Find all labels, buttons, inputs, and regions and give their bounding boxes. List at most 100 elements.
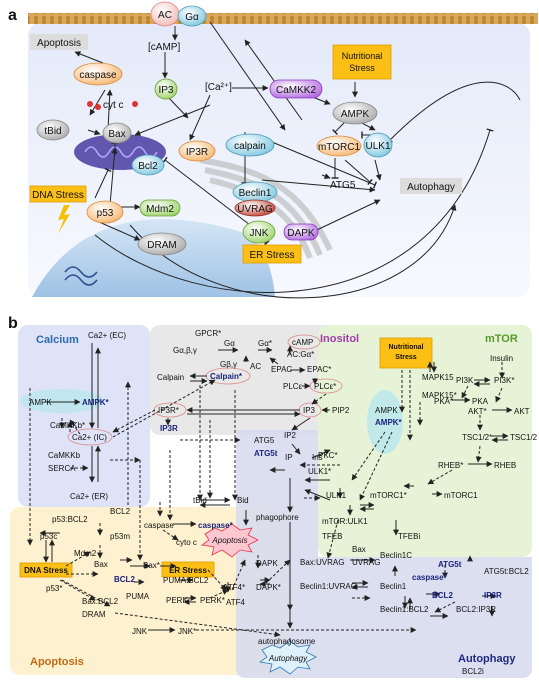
label-bid: Bid xyxy=(237,496,249,505)
node-caspase-label: caspase xyxy=(79,70,117,81)
panel-a: a xyxy=(8,1,538,299)
node-jnk-a: JNK xyxy=(242,220,276,244)
label-gabg: Gα,β,γ xyxy=(173,346,197,355)
label-tfeb: TFEB xyxy=(322,532,342,541)
label-dapk-s: DAPK* xyxy=(256,583,281,592)
region-calcium xyxy=(18,325,150,507)
label-calpain-s: Calpain* xyxy=(210,372,243,381)
node-uvrag-a: UVRAG xyxy=(234,199,276,217)
label-mtorulk1: mTOR:ULK1 xyxy=(322,517,368,526)
er-stress-box-a-label: ER Stress xyxy=(249,250,294,261)
node-galpha: Gα xyxy=(177,5,207,27)
label-beclin1bcl2: Beclin1:BCL2 xyxy=(380,605,429,614)
node-ulk1-a-label: ULK1 xyxy=(365,141,390,152)
label-bcl2-b: BCL2 xyxy=(114,575,135,584)
label-gbg: Gβ,γ xyxy=(220,360,237,369)
label-akt-s: AKT* xyxy=(468,407,487,416)
label-bax2: Bax xyxy=(352,545,366,554)
dna-stress-box-a-label: DNA Stress xyxy=(32,190,84,201)
node-p53-a: p53 xyxy=(86,200,124,224)
label-ampk-m: AMPK xyxy=(375,406,398,415)
node-ip3r-a: IP3R xyxy=(178,140,216,162)
label-mapk15-s: MAPK15* xyxy=(422,391,457,400)
cytc-dots xyxy=(87,101,138,110)
label-beclin1uvrag: Beclin1:UVRAG xyxy=(300,582,357,591)
label-mapk15: MAPK15 xyxy=(422,373,454,382)
node-dapk-a-label: DAPK xyxy=(287,228,315,239)
label-cytoc: cyto c xyxy=(176,538,197,547)
apoptosis-burst-label: Apoptosis xyxy=(211,536,247,545)
node-uvrag-a-label: UVRAG xyxy=(237,204,273,215)
label-tsc-s: TSC1/2* xyxy=(462,433,492,442)
er-stress-box-a: ER Stress xyxy=(242,244,302,264)
label-dram: DRAM xyxy=(82,610,106,619)
node-bcl2-a: Bcl2 xyxy=(131,154,165,176)
label-atg5: ATG5 xyxy=(254,436,275,445)
node-ac: AC xyxy=(150,1,180,27)
label-ulk1-s: ULK1* xyxy=(308,467,331,476)
label-atg5t2: ATG5t xyxy=(438,560,462,569)
node-galpha-label: Gα xyxy=(185,12,199,23)
label-pip2: PIP2 xyxy=(332,406,350,415)
node-bax: Bax xyxy=(102,122,132,144)
apoptosis-box-a-label: Apoptosis xyxy=(37,38,81,49)
label-ca2ec: Ca2+ (EC) xyxy=(88,331,126,340)
dna-stress-box-b: DNA Stress xyxy=(19,562,73,578)
dna-helix-icon xyxy=(64,266,98,286)
label-camp: cAMP xyxy=(292,338,313,347)
mitochondrion-cristae xyxy=(84,146,158,158)
apoptosis-box-a: Apoptosis xyxy=(30,34,88,50)
autophagy-burst-label: Autophagy xyxy=(268,654,308,663)
label-ca2ic: Ca2+ (IC) xyxy=(72,433,107,442)
node-beclin1-a: Beclin1 xyxy=(232,181,278,203)
label-tfebi: TFEBi xyxy=(398,532,420,541)
region-inositol-title: Inositol xyxy=(320,333,359,345)
label-puma: PUMA xyxy=(126,592,150,601)
label-epac: EPAC xyxy=(271,365,292,374)
label-mdm2: Mdm2 xyxy=(74,549,97,558)
node-mtorc1-a: mTORC1 xyxy=(316,135,362,157)
label-beclin1c: Beclin1C xyxy=(380,551,412,560)
camp-oval xyxy=(287,334,321,350)
nutritional-stress-box: Nutritional Stress xyxy=(332,44,392,80)
label-plce-s: PLCε* xyxy=(314,382,336,391)
panel-b-arrows xyxy=(27,343,513,651)
panel-b: b Calcium Inositol mTOR Apoptosis Autoph… xyxy=(8,315,538,678)
label-p53bcl2: p53:BCL2 xyxy=(52,515,88,524)
node-atg5-a-label: ATG5 xyxy=(330,180,356,191)
node-dapk-a: DAPK xyxy=(283,223,319,241)
node-mtorc1-a-label: mTORC1 xyxy=(318,142,360,153)
label-baxbcl2: Bax:BCL2 xyxy=(82,597,119,606)
node-ip3-label: IP3 xyxy=(158,85,173,96)
label-uvrag: UVRAG xyxy=(352,558,380,567)
node-bax-label: Bax xyxy=(108,129,125,140)
node-ampk-a: AMPK xyxy=(332,101,378,125)
label-p53s: p53* xyxy=(46,584,62,593)
label-ga: Gα xyxy=(224,339,235,348)
label-ampk-cs: AMPK* xyxy=(82,398,110,407)
node-beclin1-a-label: Beclin1 xyxy=(239,188,272,199)
label-ga-s: Gα* xyxy=(258,339,272,348)
panel-b-labels: Ca2+ (EC) AMPK AMPK* CaMKKb* CaMKKb Ca2+… xyxy=(29,329,538,676)
node-ip3r-a-label: IP3R xyxy=(186,147,208,158)
plasma-membrane xyxy=(28,13,538,24)
label-gpcr: GPCR* xyxy=(195,329,221,338)
label-acga: AC:Gα* xyxy=(287,350,314,359)
label-tbid: tBid xyxy=(193,496,207,505)
er-stress-box-b-label: ER Stress xyxy=(169,566,207,575)
label-epac-s: EPAC* xyxy=(307,365,331,374)
label-pka: PKA xyxy=(472,397,489,406)
label-p53c: p53c xyxy=(40,532,57,541)
label-bcl2-a: BCL2 xyxy=(110,507,131,516)
label-ampk-c: AMPK xyxy=(29,398,52,407)
er-stress-box-b: ER Stress xyxy=(161,561,215,578)
label-dapk: DAPK xyxy=(256,559,278,568)
label-mtorc1-s: mTORC1* xyxy=(370,491,407,500)
label-pi3k: PI3K xyxy=(456,376,474,385)
label-ip3r-s: IP3R* xyxy=(158,406,179,415)
label-atg5t: ATG5t xyxy=(254,449,278,458)
node-bcl2-a-label: Bcl2 xyxy=(138,161,158,172)
node-tbid: tBid xyxy=(36,119,70,141)
region-apoptosis-title: Apoptosis xyxy=(30,656,84,668)
